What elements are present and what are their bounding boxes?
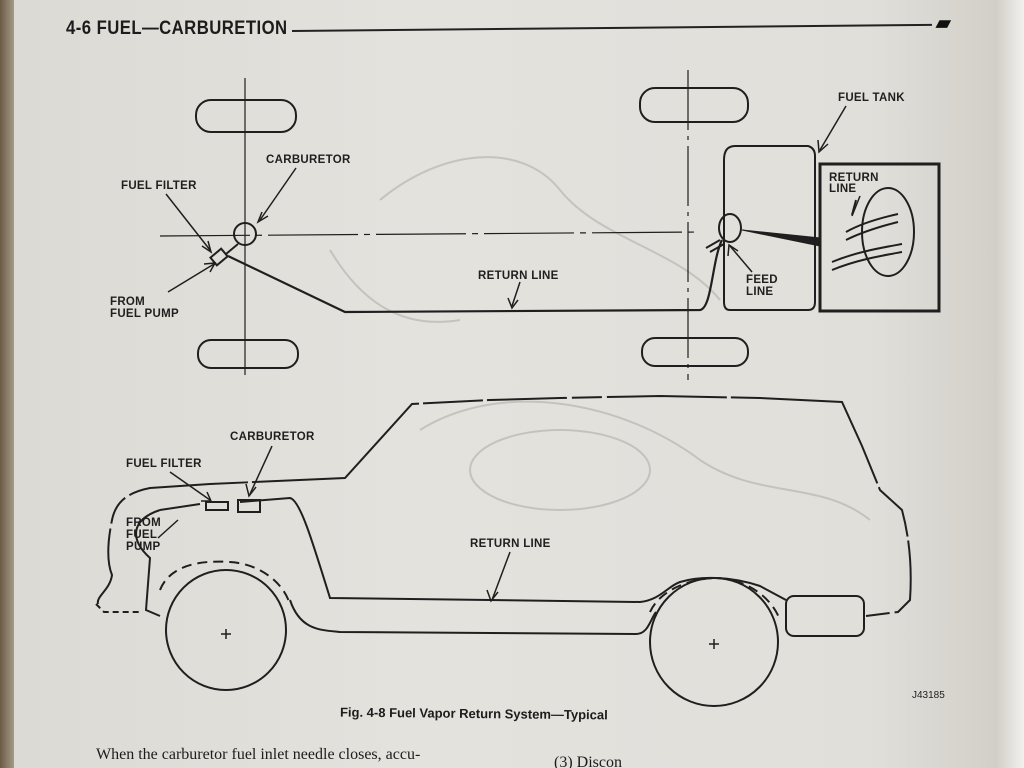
- label-fuel-tank: FUEL TANK: [838, 92, 905, 104]
- fuel-tank-side: [785, 595, 865, 637]
- page-right-edge: [994, 0, 1024, 768]
- fuel-filter-side-leader: [169, 471, 211, 501]
- label-pump-side: PUMP: [126, 541, 160, 553]
- carburetor-side-leader: [249, 445, 273, 495]
- fuel-tank-outline: [723, 145, 816, 311]
- label-from-top: FROM: [110, 296, 145, 308]
- carburetor-symbol: [233, 222, 257, 246]
- body-text-right: (3) Discon: [554, 754, 622, 768]
- page-binding-edge: [0, 0, 14, 768]
- figure-caption: Fig. 4-8 Fuel Vapor Return System—Typica…: [339, 704, 608, 723]
- label-return-line-top: RETURN LINE: [478, 270, 559, 282]
- front-right-wheel: [197, 339, 299, 369]
- return-line-side: [239, 496, 787, 604]
- front-left-wheel: [195, 99, 297, 133]
- label-inset-line: LINE: [829, 183, 856, 195]
- fuel-tank-leader: [819, 105, 847, 151]
- chrysler-logo-icon: ▰: [936, 13, 951, 34]
- label-feed-line: LINE: [746, 286, 773, 298]
- return-line-side-leader: [491, 551, 511, 601]
- page-header-title: 4-6 FUEL—CARBURETION: [66, 18, 288, 39]
- label-from-side: FROM: [126, 517, 161, 529]
- bleed-through: [329, 156, 871, 521]
- label-fuel-filter-side: FUEL FILTER: [126, 458, 202, 470]
- label-return-line-side: RETURN LINE: [470, 538, 551, 550]
- rear-right-wheel: [641, 337, 749, 367]
- return-line-top-leader: [511, 281, 521, 307]
- label-carburetor-side: CARBURETOR: [230, 431, 315, 443]
- carburetor-leader: [259, 167, 297, 221]
- figure-id: J43185: [912, 690, 945, 701]
- carburetor-side-symbol: [237, 499, 261, 513]
- vehicle-centerline: [159, 231, 701, 237]
- tank-sender: [718, 213, 742, 243]
- rear-left-wheel: [639, 87, 749, 123]
- fuel-pump-leader: [167, 263, 215, 293]
- fuel-filter-side-symbol: [205, 501, 229, 511]
- fuel-pump-side-leader: [157, 519, 179, 539]
- feed-pipe-side: [135, 509, 161, 617]
- front-wheel-side: [165, 569, 287, 691]
- return-line-top: [227, 239, 723, 314]
- inset-pointer: [741, 229, 821, 247]
- label-fuel-side: FUEL: [126, 529, 157, 541]
- label-fuel-filter-top: FUEL FILTER: [121, 180, 197, 192]
- body-text-left: When the carburetor fuel inlet needle cl…: [96, 746, 421, 763]
- inset-detail-box: [818, 162, 941, 313]
- label-inset-return: RETURN: [829, 172, 879, 184]
- inset-return-leader: [851, 195, 861, 217]
- vehicle-body-outline: [96, 394, 912, 617]
- side-view-diagram: [95, 394, 912, 707]
- label-feed: FEED: [746, 274, 778, 286]
- fuel-filter-leader: [165, 193, 211, 251]
- fuel-filter-symbol: [209, 247, 229, 267]
- feed-line-leader: [729, 245, 753, 273]
- label-carburetor-top: CARBURETOR: [266, 154, 351, 166]
- top-view-diagram: [159, 70, 941, 380]
- label-fuel-pump-top: FUEL PUMP: [110, 308, 179, 320]
